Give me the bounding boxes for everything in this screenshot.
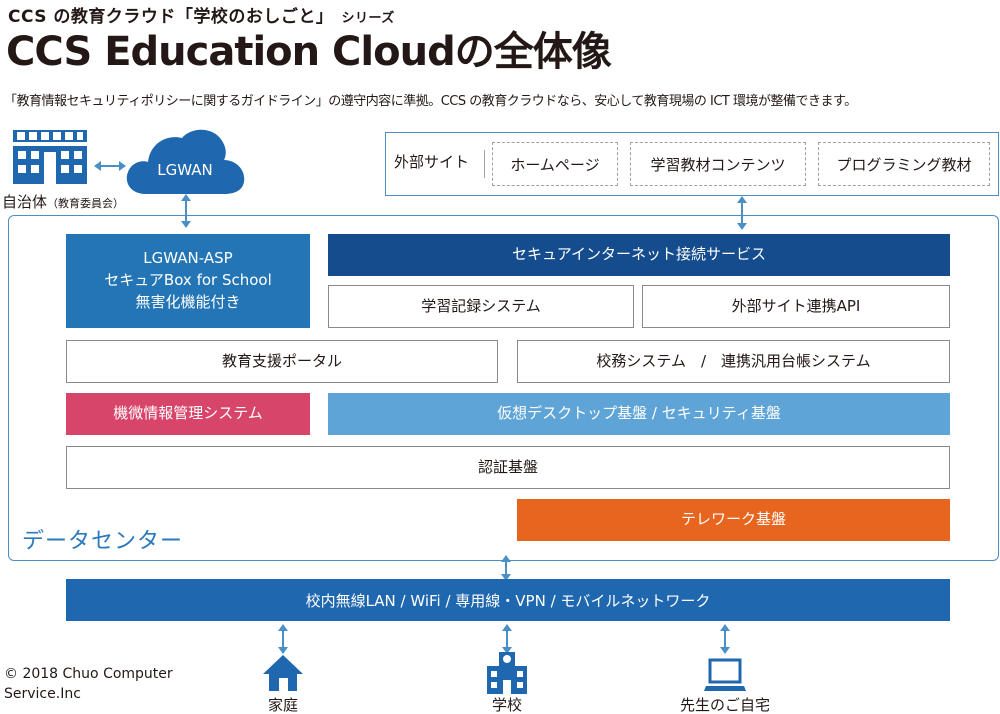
- auth-box: 認証基盤: [66, 446, 950, 489]
- lead-text: 「教育情報セキュリティポリシーに関するガイドライン」の遵守内容に準拠。CCS の…: [4, 94, 857, 109]
- vertical-arrow-icon: [737, 196, 747, 230]
- endpoint-label-school: 学校: [491, 696, 522, 714]
- external-site-programming: プログラミング教材: [818, 142, 990, 186]
- external-api-box: 外部サイト連携API: [642, 285, 950, 328]
- school-affairs-box: 校務システム / 連携汎用台帳システム: [517, 340, 950, 383]
- lgwan-asp-line-2: セキュアBox for School: [104, 271, 272, 290]
- external-sites-frame: [385, 132, 999, 196]
- external-site-homepage: ホームページ: [492, 142, 618, 186]
- municipality-label-text: 自治体: [2, 193, 48, 211]
- copyright-line-1: © 2018 Chuo Computer: [4, 666, 173, 682]
- network-bar: 校内無線LAN / WiFi / 専用線・VPN / モバイルネットワーク: [66, 579, 950, 621]
- lgwan-asp-box: LGWAN-ASP セキュアBox for School 無害化機能付き: [66, 234, 310, 328]
- lgwan-asp-line-1: LGWAN-ASP: [143, 249, 233, 268]
- subtitle-text: CCS の教育クラウド「学校のおしごと」: [8, 7, 334, 27]
- sensitive-info-box: 機微情報管理システム: [66, 393, 310, 435]
- external-site-learning-content: 学習教材コンテンツ: [630, 142, 806, 186]
- datacenter-label: データセンター: [22, 529, 184, 554]
- lgwan-asp-line-3: 無害化機能付き: [135, 292, 241, 311]
- external-sites-label: 外部サイト: [394, 153, 470, 171]
- house-icon: [263, 655, 303, 691]
- office-building-icon: [13, 130, 87, 184]
- learning-record-box: 学習記録システム: [328, 285, 634, 328]
- vertical-arrow-icon: [501, 555, 511, 581]
- endpoint-label-home: 家庭: [267, 696, 298, 714]
- municipality-label-note: （教育委員会）: [47, 197, 125, 210]
- lgwan-cloud-label: LGWAN: [157, 161, 213, 179]
- virtual-desktop-box: 仮想デスクトップ基盤 / セキュリティ基盤: [328, 393, 950, 435]
- secure-internet-box: セキュアインターネット接続サービス: [328, 234, 950, 276]
- education-portal-box: 教育支援ポータル: [66, 340, 498, 383]
- cloud-icon: [126, 129, 245, 194]
- vertical-arrow-icon: [278, 624, 288, 654]
- copyright: © 2018 Chuo Computer Service.Inc: [4, 664, 204, 704]
- laptop-icon: [704, 658, 746, 691]
- page-title: CCS Education Cloudの全体像: [6, 29, 612, 75]
- copyright-line-2: Service.Inc: [4, 686, 81, 702]
- external-sites-divider: [484, 150, 485, 178]
- subtitle: CCS の教育クラウド「学校のおしごと」シリーズ: [8, 2, 395, 27]
- subtitle-series: シリーズ: [341, 11, 395, 26]
- vertical-arrow-icon: [720, 624, 730, 654]
- municipality-label: 自治体（教育委員会）: [2, 191, 124, 212]
- endpoint-label-teacher-home: 先生のご自宅: [679, 696, 770, 714]
- school-icon: [487, 652, 527, 694]
- vertical-arrow-icon: [181, 194, 191, 228]
- double-arrow-icon: [94, 161, 126, 171]
- telework-box: テレワーク基盤: [517, 499, 950, 541]
- vertical-arrow-icon: [502, 624, 512, 654]
